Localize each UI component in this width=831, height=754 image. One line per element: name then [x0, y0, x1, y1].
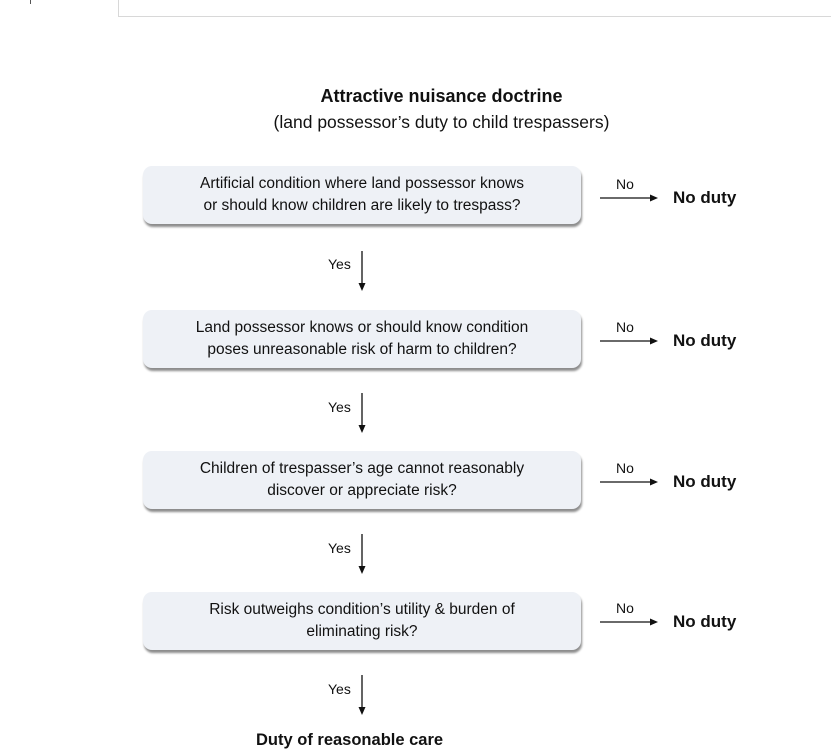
down-arrow-icon: [358, 534, 366, 574]
right-arrow-icon: [600, 194, 658, 202]
question-3-line-2: discover or appreciate risk?: [267, 482, 457, 499]
question-2-line-2: poses unreasonable risk of harm to child…: [207, 341, 517, 358]
question-2-line-1: Land possessor knows or should know cond…: [195, 319, 529, 336]
diagram-title: Attractive nuisance doctrine: [320, 86, 563, 106]
no-label-2: No: [616, 319, 634, 335]
no-label-1: No: [616, 176, 634, 192]
question-3-line-1: Children of trespasser’s age cannot reas…: [199, 460, 525, 477]
corner-mark: [30, 0, 31, 4]
no-duty-outcome-4: No duty: [673, 612, 737, 631]
question-box-3: Children of trespasser’s age cannot reas…: [143, 451, 581, 509]
final-outcome: Duty of reasonable care: [256, 731, 444, 749]
question-1-line-2: or should know children are likely to tr…: [203, 197, 521, 214]
yes-label-1: Yes: [328, 256, 351, 272]
yes-label-4: Yes: [328, 681, 351, 697]
no-duty-outcome-2: No duty: [673, 331, 737, 350]
question-box-1: Artificial condition where land possesso…: [143, 166, 581, 224]
no-duty-outcome-1: No duty: [673, 188, 737, 207]
question-box-2: Land possessor knows or should know cond…: [143, 310, 581, 368]
down-arrow-icon: [358, 675, 366, 715]
no-duty-outcome-3: No duty: [673, 472, 737, 491]
question-4-line-1: Risk outweighs condition’s utility & bur…: [209, 601, 515, 618]
yes-label-2: Yes: [328, 399, 351, 415]
diagram-subtitle: (land possessor’s duty to child trespass…: [273, 112, 610, 132]
top-frame: [118, 0, 831, 17]
no-label-4: No: [616, 600, 634, 616]
right-arrow-icon: [600, 337, 658, 345]
no-label-3: No: [616, 460, 634, 476]
down-arrow-icon: [358, 251, 366, 291]
down-arrow-icon: [358, 393, 366, 433]
yes-label-3: Yes: [328, 540, 351, 556]
question-4-line-2: eliminating risk?: [306, 623, 418, 640]
right-arrow-icon: [600, 618, 658, 626]
question-1-line-1: Artificial condition where land possesso…: [200, 175, 524, 192]
question-box-4: Risk outweighs condition’s utility & bur…: [143, 592, 581, 650]
right-arrow-icon: [600, 478, 658, 486]
